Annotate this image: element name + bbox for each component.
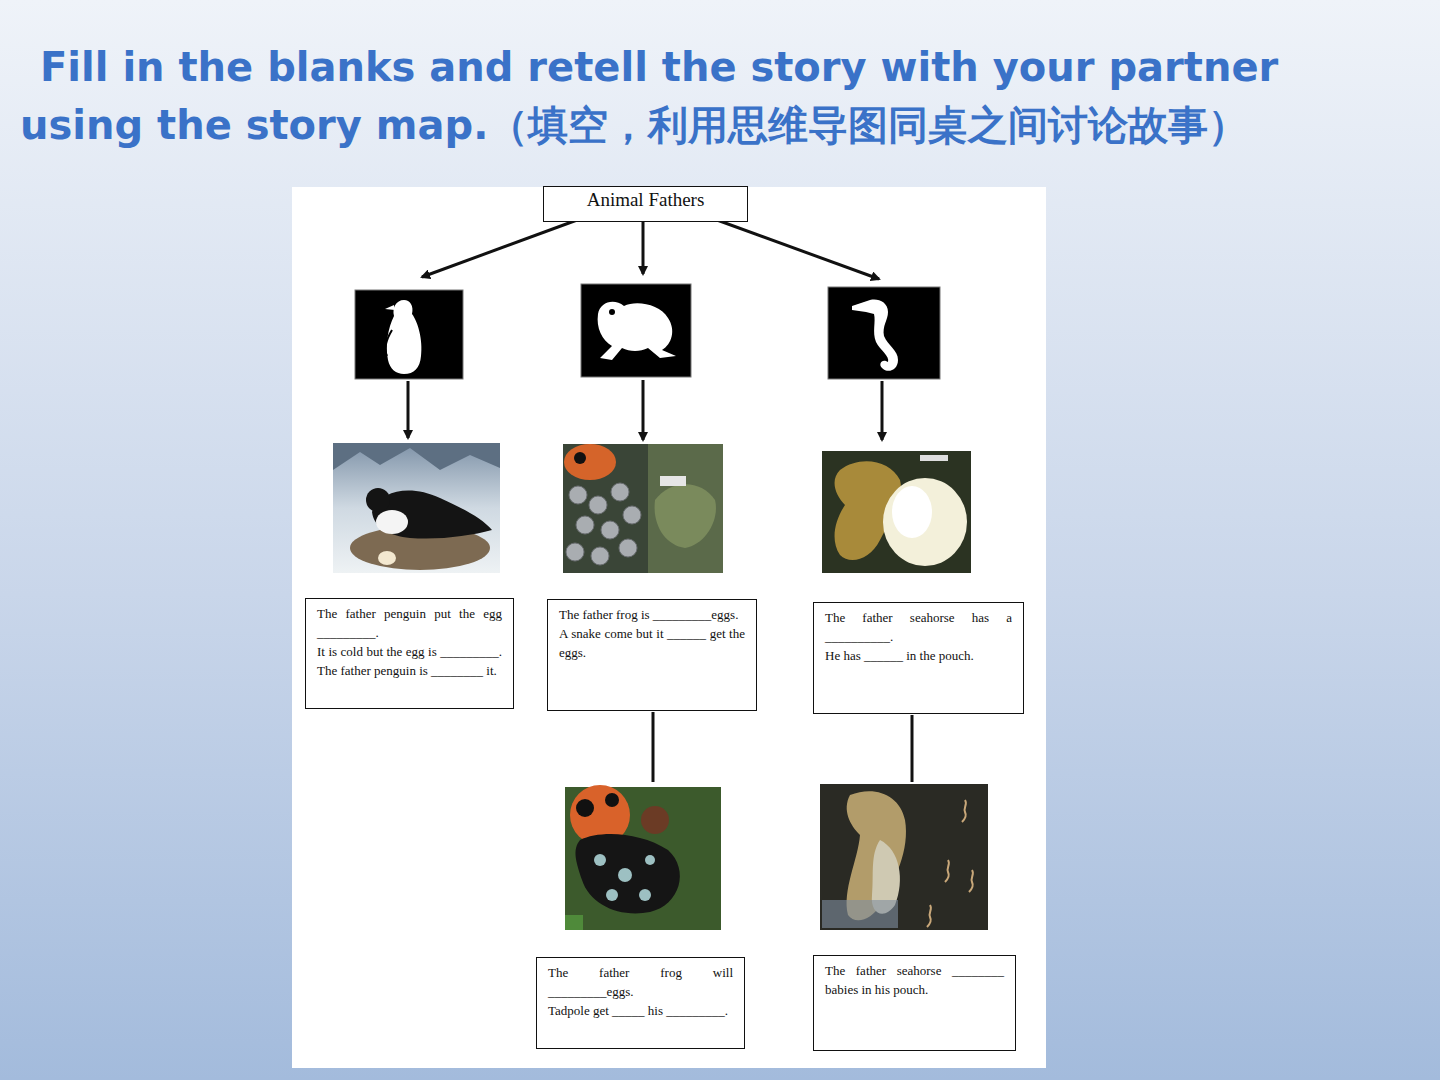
slide-title: Fill in the blanks and retell the story … — [20, 38, 1410, 154]
story-text-box: The father seahorse ________ babies in h… — [813, 955, 1016, 1051]
frog-eggs-photo — [563, 444, 723, 573]
frog-tadpole-photo — [565, 785, 721, 930]
penguin-photo — [333, 443, 500, 573]
fill-in-sentence: The father seahorse ________ babies in h… — [825, 961, 1004, 999]
fill-in-sentence: He has ______ in the pouch. — [825, 646, 1012, 665]
story-text-box: The father seahorse has a __________.He … — [813, 602, 1024, 714]
seahorse-babies-photo — [820, 784, 988, 930]
fill-in-sentence: A snake come but it ______ get the eggs. — [559, 624, 745, 662]
seahorse-pouch-photo — [822, 451, 971, 573]
white-panel — [292, 187, 1046, 1068]
title-box: Animal Fathers — [543, 186, 748, 222]
fill-in-sentence: The father frog will _________eggs. — [548, 963, 733, 1001]
fill-in-sentence: The father seahorse has a __________. — [825, 608, 1012, 646]
seahorse-icon — [828, 287, 940, 379]
fill-in-sentence: The father penguin put the egg _________… — [317, 604, 502, 642]
fill-in-sentence: It is cold but the egg is _________. The… — [317, 642, 502, 680]
map-title: Animal Fathers — [552, 189, 739, 211]
story-text-box: The father penguin put the egg _________… — [305, 598, 514, 709]
fill-in-sentence: The father frog is _________eggs. — [559, 605, 745, 624]
frog-icon — [581, 284, 691, 377]
penguin-icon — [355, 290, 463, 379]
story-text-box: The father frog is _________eggs.A snake… — [547, 599, 757, 711]
fill-in-sentence: Tadpole get _____ his _________. — [548, 1001, 733, 1020]
story-text-box: The father frog will _________eggs.Tadpo… — [536, 957, 745, 1049]
